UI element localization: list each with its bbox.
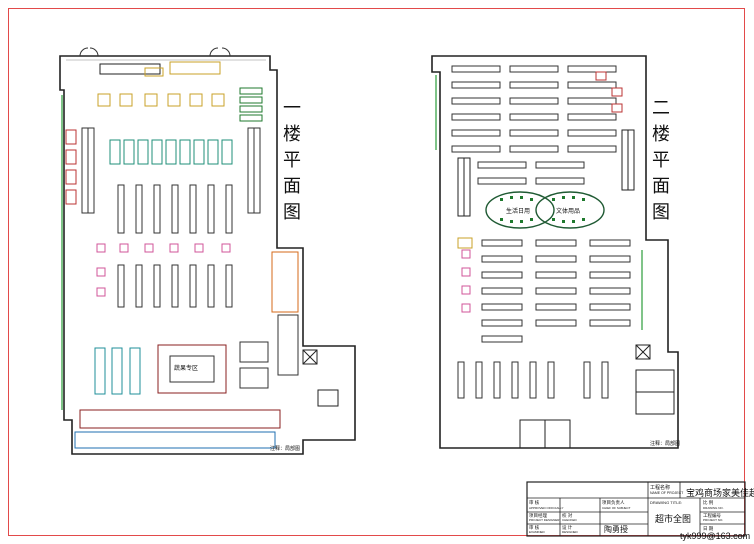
designer-label: 项目经理 xyxy=(529,513,547,518)
approved-en: APPROVED OFFICIALLY xyxy=(529,506,564,510)
floor2-title-char: 楼 xyxy=(652,124,670,145)
scale-label: 比 例 xyxy=(703,500,714,505)
drawing-label: DRAWING TITLE: xyxy=(650,500,683,505)
floor1-title-char: 一 xyxy=(283,98,301,119)
floor1-plan xyxy=(59,47,356,455)
checked-label: 校 对 xyxy=(562,513,573,518)
examined-en: EXAMINED xyxy=(529,530,545,534)
floor1-title-char: 楼 xyxy=(283,124,301,145)
project-label: 工程名称 xyxy=(650,485,671,491)
floor2-title: 二 楼 平 面 图 xyxy=(651,96,671,226)
chief-en: CHIEF OF SUBJECT xyxy=(602,506,631,510)
checked-en: CHECKED xyxy=(562,518,577,522)
project-name: 宝鸡商场家美佳超市 xyxy=(686,489,754,499)
floor1-footer-note: 注释：局部图 xyxy=(270,446,301,452)
drawing-no-label: DRAWING NO. xyxy=(703,506,724,510)
floor2-zone-label: 文体用品 xyxy=(556,209,581,215)
drawing-name: 超市全图 xyxy=(655,515,692,525)
floor1-title-char: 面 xyxy=(283,176,301,197)
approved-label: 审 核 xyxy=(529,500,540,505)
date-label: 日 期 xyxy=(703,526,714,531)
designer-en: PROJECT DESIGNER xyxy=(529,518,560,522)
sheet-border xyxy=(8,8,745,536)
floor2-zone-label: 生活日用 xyxy=(506,209,531,215)
floor1-title-char: 平 xyxy=(283,150,301,171)
project-no-label: 工程编号 xyxy=(703,513,721,518)
chief-label: 项目负责人 xyxy=(602,500,625,505)
project-label-en: NAME OF PROJECT xyxy=(650,491,684,495)
designed-label: 设 计 xyxy=(562,525,573,530)
author-email: tyk999@163.com xyxy=(680,531,751,541)
floor1-title: 一 楼 平 面 图 xyxy=(282,96,302,226)
designer-name: 陶勇授 xyxy=(604,525,628,534)
project-no-en: PROJECT NO. xyxy=(703,518,724,522)
floor2-title-char: 二 xyxy=(652,98,670,119)
title-block-lines xyxy=(526,481,746,537)
floor1-title-char: 图 xyxy=(283,202,301,223)
floor2-footer-note: 注释：局部图 xyxy=(650,441,681,447)
floor2-plan xyxy=(431,55,679,449)
floor2-title-char: 平 xyxy=(652,150,670,171)
designed-en: DESIGNED xyxy=(562,530,578,534)
floor1-zone-label: 蔬果专区 xyxy=(174,366,199,372)
examined-label: 审 核 xyxy=(529,525,540,530)
floor2-title-char: 面 xyxy=(652,176,670,197)
floor2-title-char: 图 xyxy=(652,202,670,223)
